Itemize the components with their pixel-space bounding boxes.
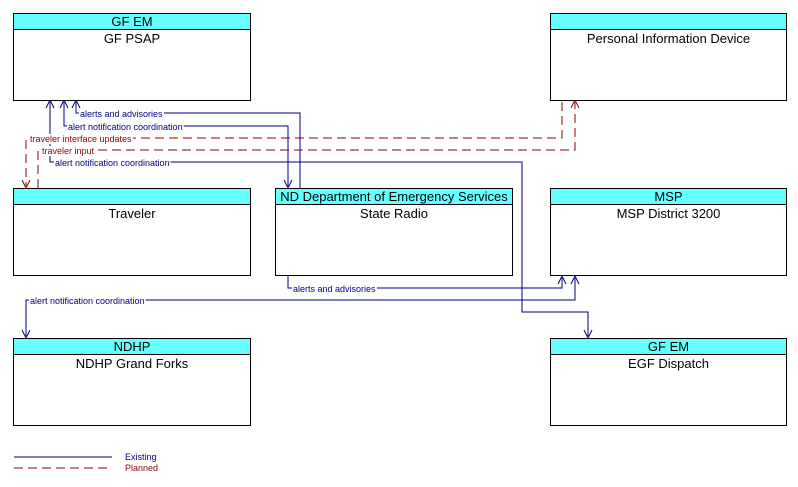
flow-label: traveler interface updates (30, 134, 132, 144)
label-backing (29, 134, 134, 144)
flow-line-traveler-interface-updates (25, 102, 563, 186)
node-owner (551, 14, 786, 30)
flow-line-traveler-input (37, 102, 576, 188)
label-backing (41, 146, 96, 156)
node-owner: GF EM (14, 14, 250, 30)
node-name: Personal Information Device (586, 31, 751, 46)
label-backing (54, 158, 171, 168)
node-ndhp-grand-forks[interactable]: NDHP NDHP Grand Forks (13, 338, 251, 426)
node-name: GF PSAP (103, 31, 161, 46)
flow-line-alerts-msp (287, 276, 563, 289)
node-personal-information-device[interactable]: Personal Information Device (550, 13, 787, 101)
flow-label: alert notification coordination (55, 158, 170, 168)
flow-label: alerts and advisories (293, 284, 376, 294)
node-traveler[interactable]: Traveler (13, 188, 251, 276)
label-backing (67, 122, 184, 132)
flow-label: alert notification coordination (30, 296, 145, 306)
node-owner: NDHP (14, 339, 250, 355)
label-backing (124, 452, 158, 462)
arrowhead (557, 274, 567, 285)
node-name: MSP District 3200 (616, 206, 721, 221)
legend-existing-label: Existing (125, 452, 157, 462)
label-backing (79, 109, 165, 119)
label-backing (124, 463, 160, 473)
flow-line-anc-msp-ndhp (25, 278, 576, 336)
flow-label: alerts and advisories (80, 109, 163, 119)
node-msp-district-3200[interactable]: MSP MSP District 3200 (550, 188, 787, 276)
node-name: NDHP Grand Forks (75, 356, 189, 371)
node-state-radio[interactable]: ND Department of Emergency Services Stat… (275, 188, 513, 276)
node-name: EGF Dispatch (628, 356, 709, 371)
node-gf-psap[interactable]: GF EM GF PSAP (13, 13, 251, 101)
legend-planned-label: Planned (125, 463, 158, 473)
node-name: Traveler (108, 206, 156, 221)
label-backing (292, 284, 378, 294)
node-egf-dispatch[interactable]: GF EM EGF Dispatch (550, 338, 787, 426)
node-owner (14, 189, 250, 205)
label-backing (29, 296, 146, 306)
arrowhead (570, 274, 580, 285)
flow-label: traveler input (42, 146, 95, 156)
flow-label: alert notification coordination (68, 122, 183, 132)
node-name: State Radio (360, 206, 428, 221)
node-owner: ND Department of Emergency Services (276, 189, 512, 205)
node-owner: MSP (551, 189, 786, 205)
node-owner: GF EM (551, 339, 786, 355)
